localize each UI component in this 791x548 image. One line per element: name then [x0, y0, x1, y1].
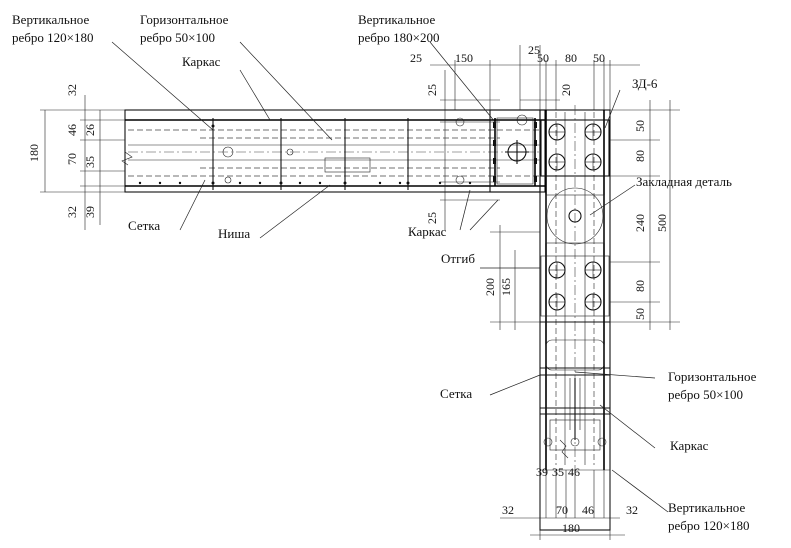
dim-39-left: 39: [83, 206, 97, 218]
leader-lines: [111, 41, 669, 513]
dim-80-a: 80: [565, 51, 577, 65]
label-zd6: ЗД-6: [632, 76, 658, 91]
dim-200: 200: [483, 278, 497, 296]
dim-70-b: 70: [556, 503, 568, 517]
label-horizontal-rib-top-line1: Горизонтальное: [140, 12, 229, 27]
dim-32-b2: 32: [626, 503, 638, 517]
label-nisha: Ниша: [218, 226, 250, 241]
dim-180-left: 180: [27, 144, 41, 162]
dim-46-b2: 46: [582, 503, 594, 517]
label-setka-left: Сетка: [128, 218, 160, 233]
dim-165: 165: [499, 278, 513, 296]
dim-32-left-b: 32: [65, 206, 79, 218]
label-otgib: Отгиб: [441, 251, 475, 266]
label-setka-right: Сетка: [440, 386, 472, 401]
dim-46-left: 46: [65, 124, 79, 136]
dim-25-b: 25: [528, 43, 540, 57]
dim-50-a: 50: [537, 51, 549, 65]
label-karkas-top: Каркас: [182, 54, 221, 69]
mesh-marks: [138, 124, 472, 185]
embedded-detail-disc: [546, 187, 604, 245]
dim-80-r2: 80: [633, 280, 647, 292]
label-zakladnaya: Закладная деталь: [636, 174, 732, 189]
dim-150: 150: [455, 51, 473, 65]
label-horizontal-rib-top-line2: ребро 50×100: [140, 30, 215, 45]
text-labels: Вертикальное ребро 120×180 Горизонтально…: [12, 12, 757, 533]
dim-46-b: 46: [568, 465, 580, 479]
dim-25-d: 25: [425, 212, 439, 224]
label-vertical-rib-top-line2: ребро 120×180: [12, 30, 93, 45]
label-horizontal-rib-right-line1: Горизонтальное: [668, 369, 757, 384]
label-vertical-rib-mid-line1: Вертикальное: [358, 12, 435, 27]
lower-anchor-group: [548, 261, 602, 311]
label-vertical-rib-bottom-line1: Вертикальное: [668, 500, 745, 515]
dim-35-b: 35: [552, 465, 564, 479]
dimension-text: 25 150 25 50 80 50 25 20 25 32 46 26 180…: [27, 43, 669, 535]
dim-240: 240: [633, 214, 647, 232]
dim-25-a: 25: [410, 51, 422, 65]
horizontal-beam: [40, 109, 546, 193]
niche-rect: [324, 157, 371, 173]
dim-180-b: 180: [562, 521, 580, 535]
dim-39-b: 39: [536, 465, 548, 479]
dim-500: 500: [655, 214, 669, 232]
dim-50-r2: 50: [633, 308, 647, 320]
label-horizontal-rib-right-line2: ребро 50×100: [668, 387, 743, 402]
dim-25-c: 25: [425, 84, 439, 96]
corner-node: [489, 109, 541, 193]
dim-20: 20: [559, 84, 573, 96]
label-vertical-rib-mid-line2: ребро 180×200: [358, 30, 439, 45]
label-karkas-right: Каркас: [670, 438, 709, 453]
dim-32-b1: 32: [502, 503, 514, 517]
dim-80-r1: 80: [633, 150, 647, 162]
dim-70-left: 70: [65, 153, 79, 165]
anchor-zd6-group: [548, 123, 602, 171]
label-vertical-rib-top-line1: Вертикальное: [12, 12, 89, 27]
label-vertical-rib-bottom-line2: ребро 120×180: [668, 518, 749, 533]
label-karkas-mid: Каркас: [408, 224, 447, 239]
dim-26-left: 26: [83, 124, 97, 136]
vertical-column: [539, 105, 611, 540]
dim-32-left: 32: [65, 84, 79, 96]
dim-35-left: 35: [83, 156, 97, 168]
dim-50-b: 50: [593, 51, 605, 65]
dimension-lines: [44, 45, 680, 536]
dim-50-r1: 50: [633, 120, 647, 132]
